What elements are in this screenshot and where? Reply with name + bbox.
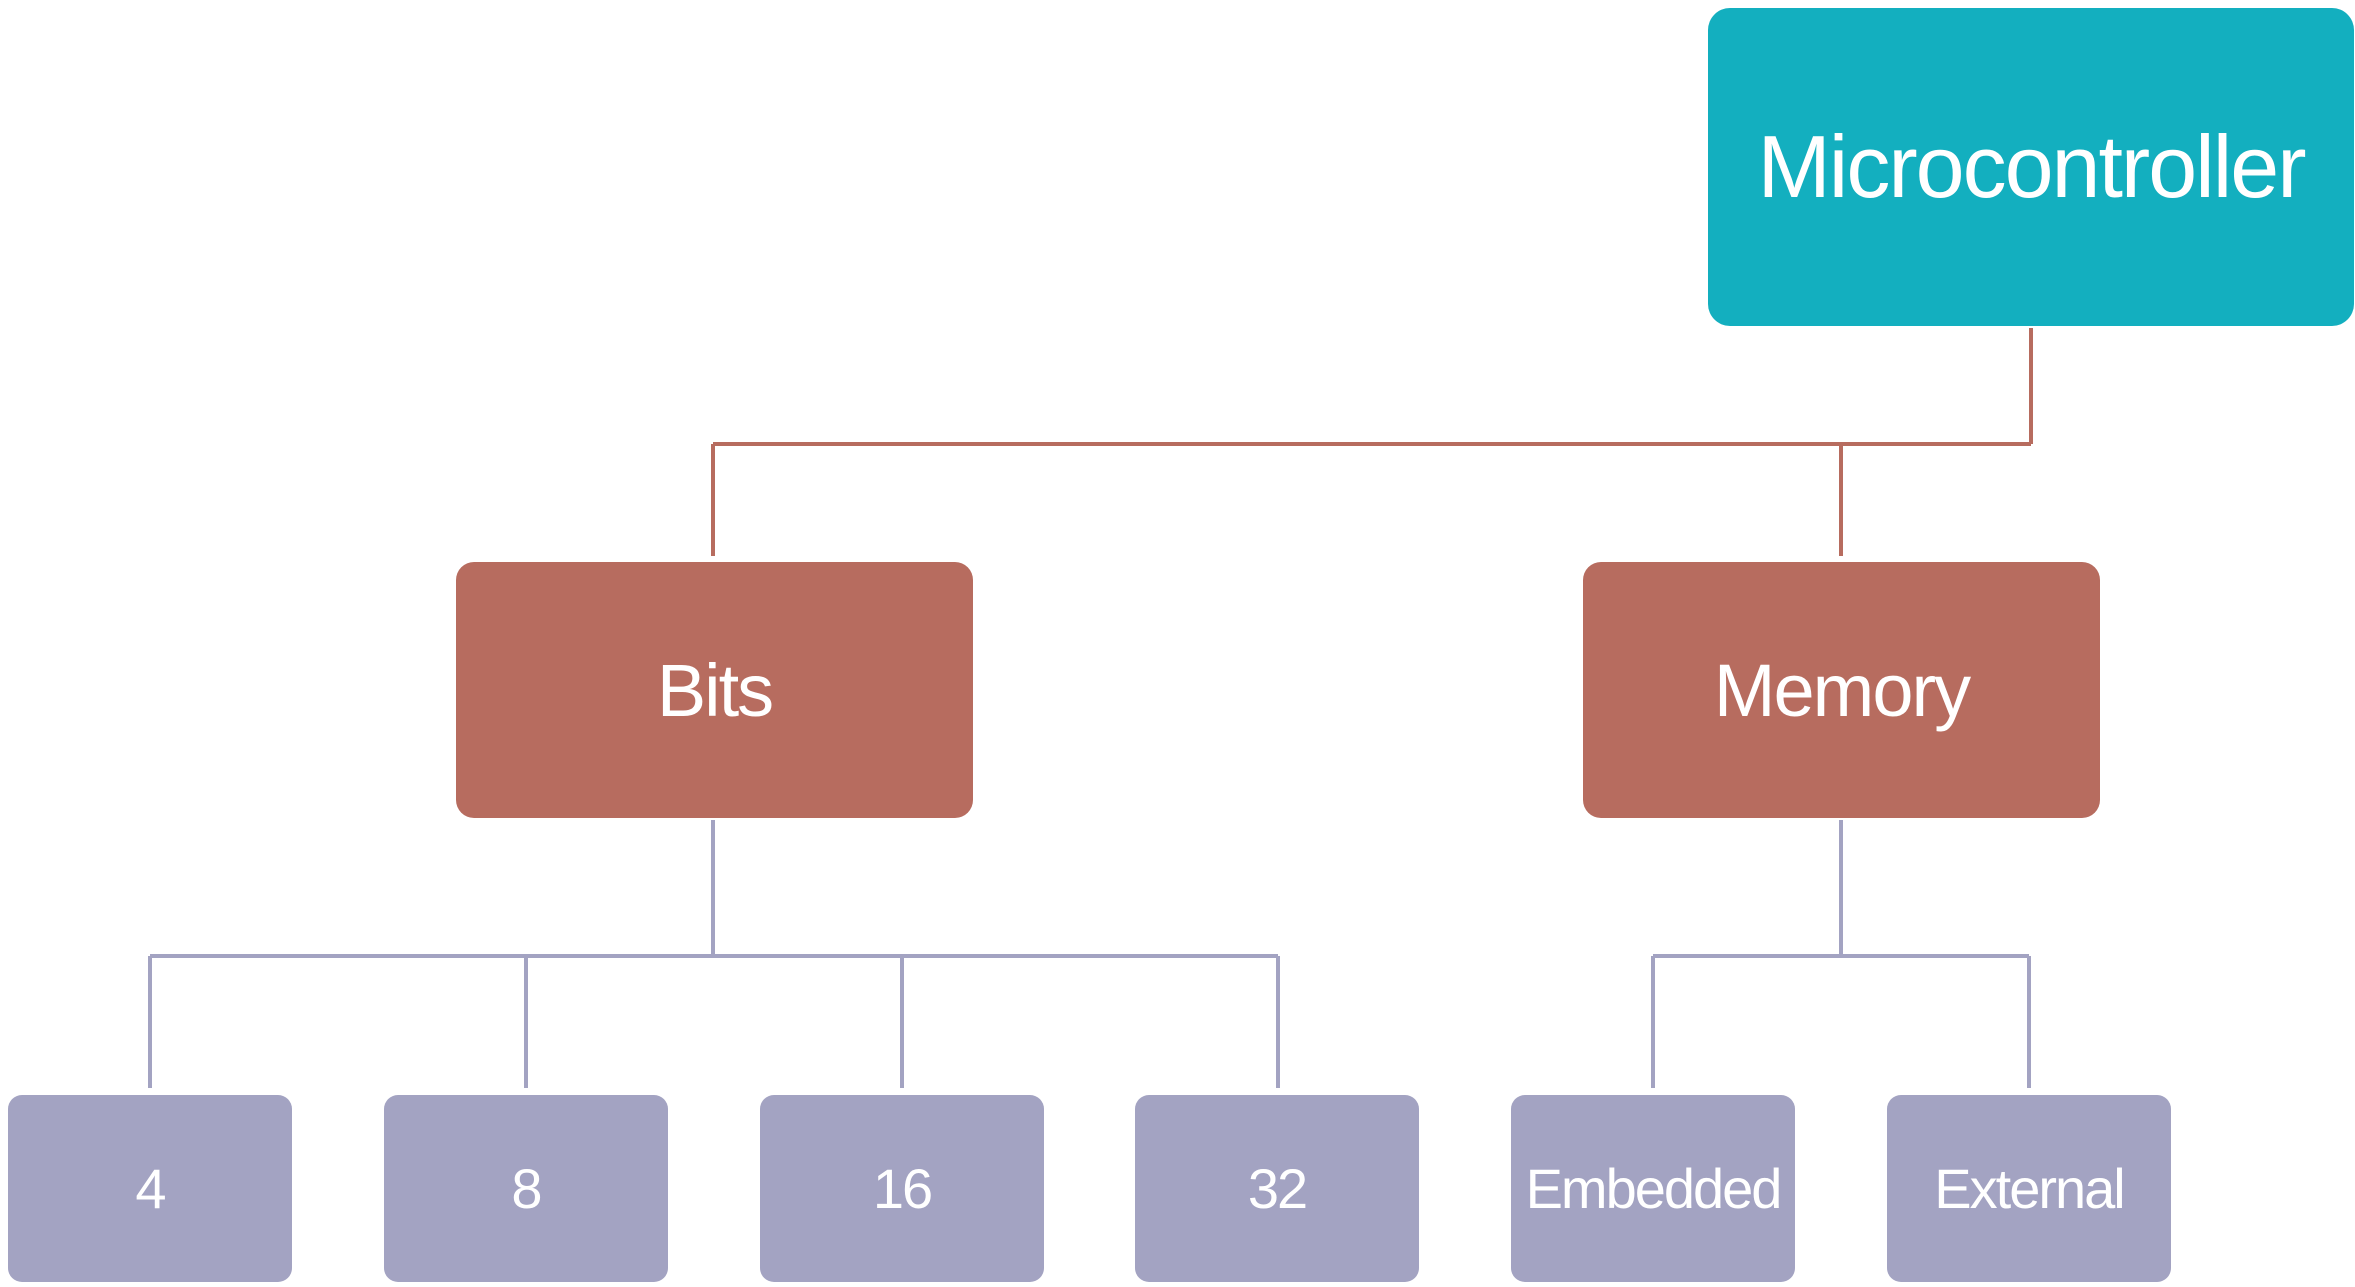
node-label: 4 xyxy=(135,1157,166,1220)
node-bits: Bits xyxy=(456,562,973,818)
node-16-bit: 16 xyxy=(760,1095,1044,1282)
node-microcontroller: Microcontroller xyxy=(1708,8,2354,326)
node-label: 8 xyxy=(511,1157,542,1220)
node-label: Memory xyxy=(1713,648,1971,732)
node-label: 16 xyxy=(872,1157,933,1220)
node-embedded: Embedded xyxy=(1511,1095,1795,1282)
node-label: Microcontroller xyxy=(1757,117,2306,216)
node-4-bit: 4 xyxy=(8,1095,292,1282)
node-label: 32 xyxy=(1247,1157,1308,1220)
node-memory: Memory xyxy=(1583,562,2100,818)
node-8-bit: 8 xyxy=(384,1095,668,1282)
node-label: Bits xyxy=(656,648,774,732)
node-32-bit: 32 xyxy=(1135,1095,1419,1282)
node-external: External xyxy=(1887,1095,2171,1282)
node-label: External xyxy=(1934,1157,2125,1220)
node-label: Embedded xyxy=(1525,1157,1783,1220)
